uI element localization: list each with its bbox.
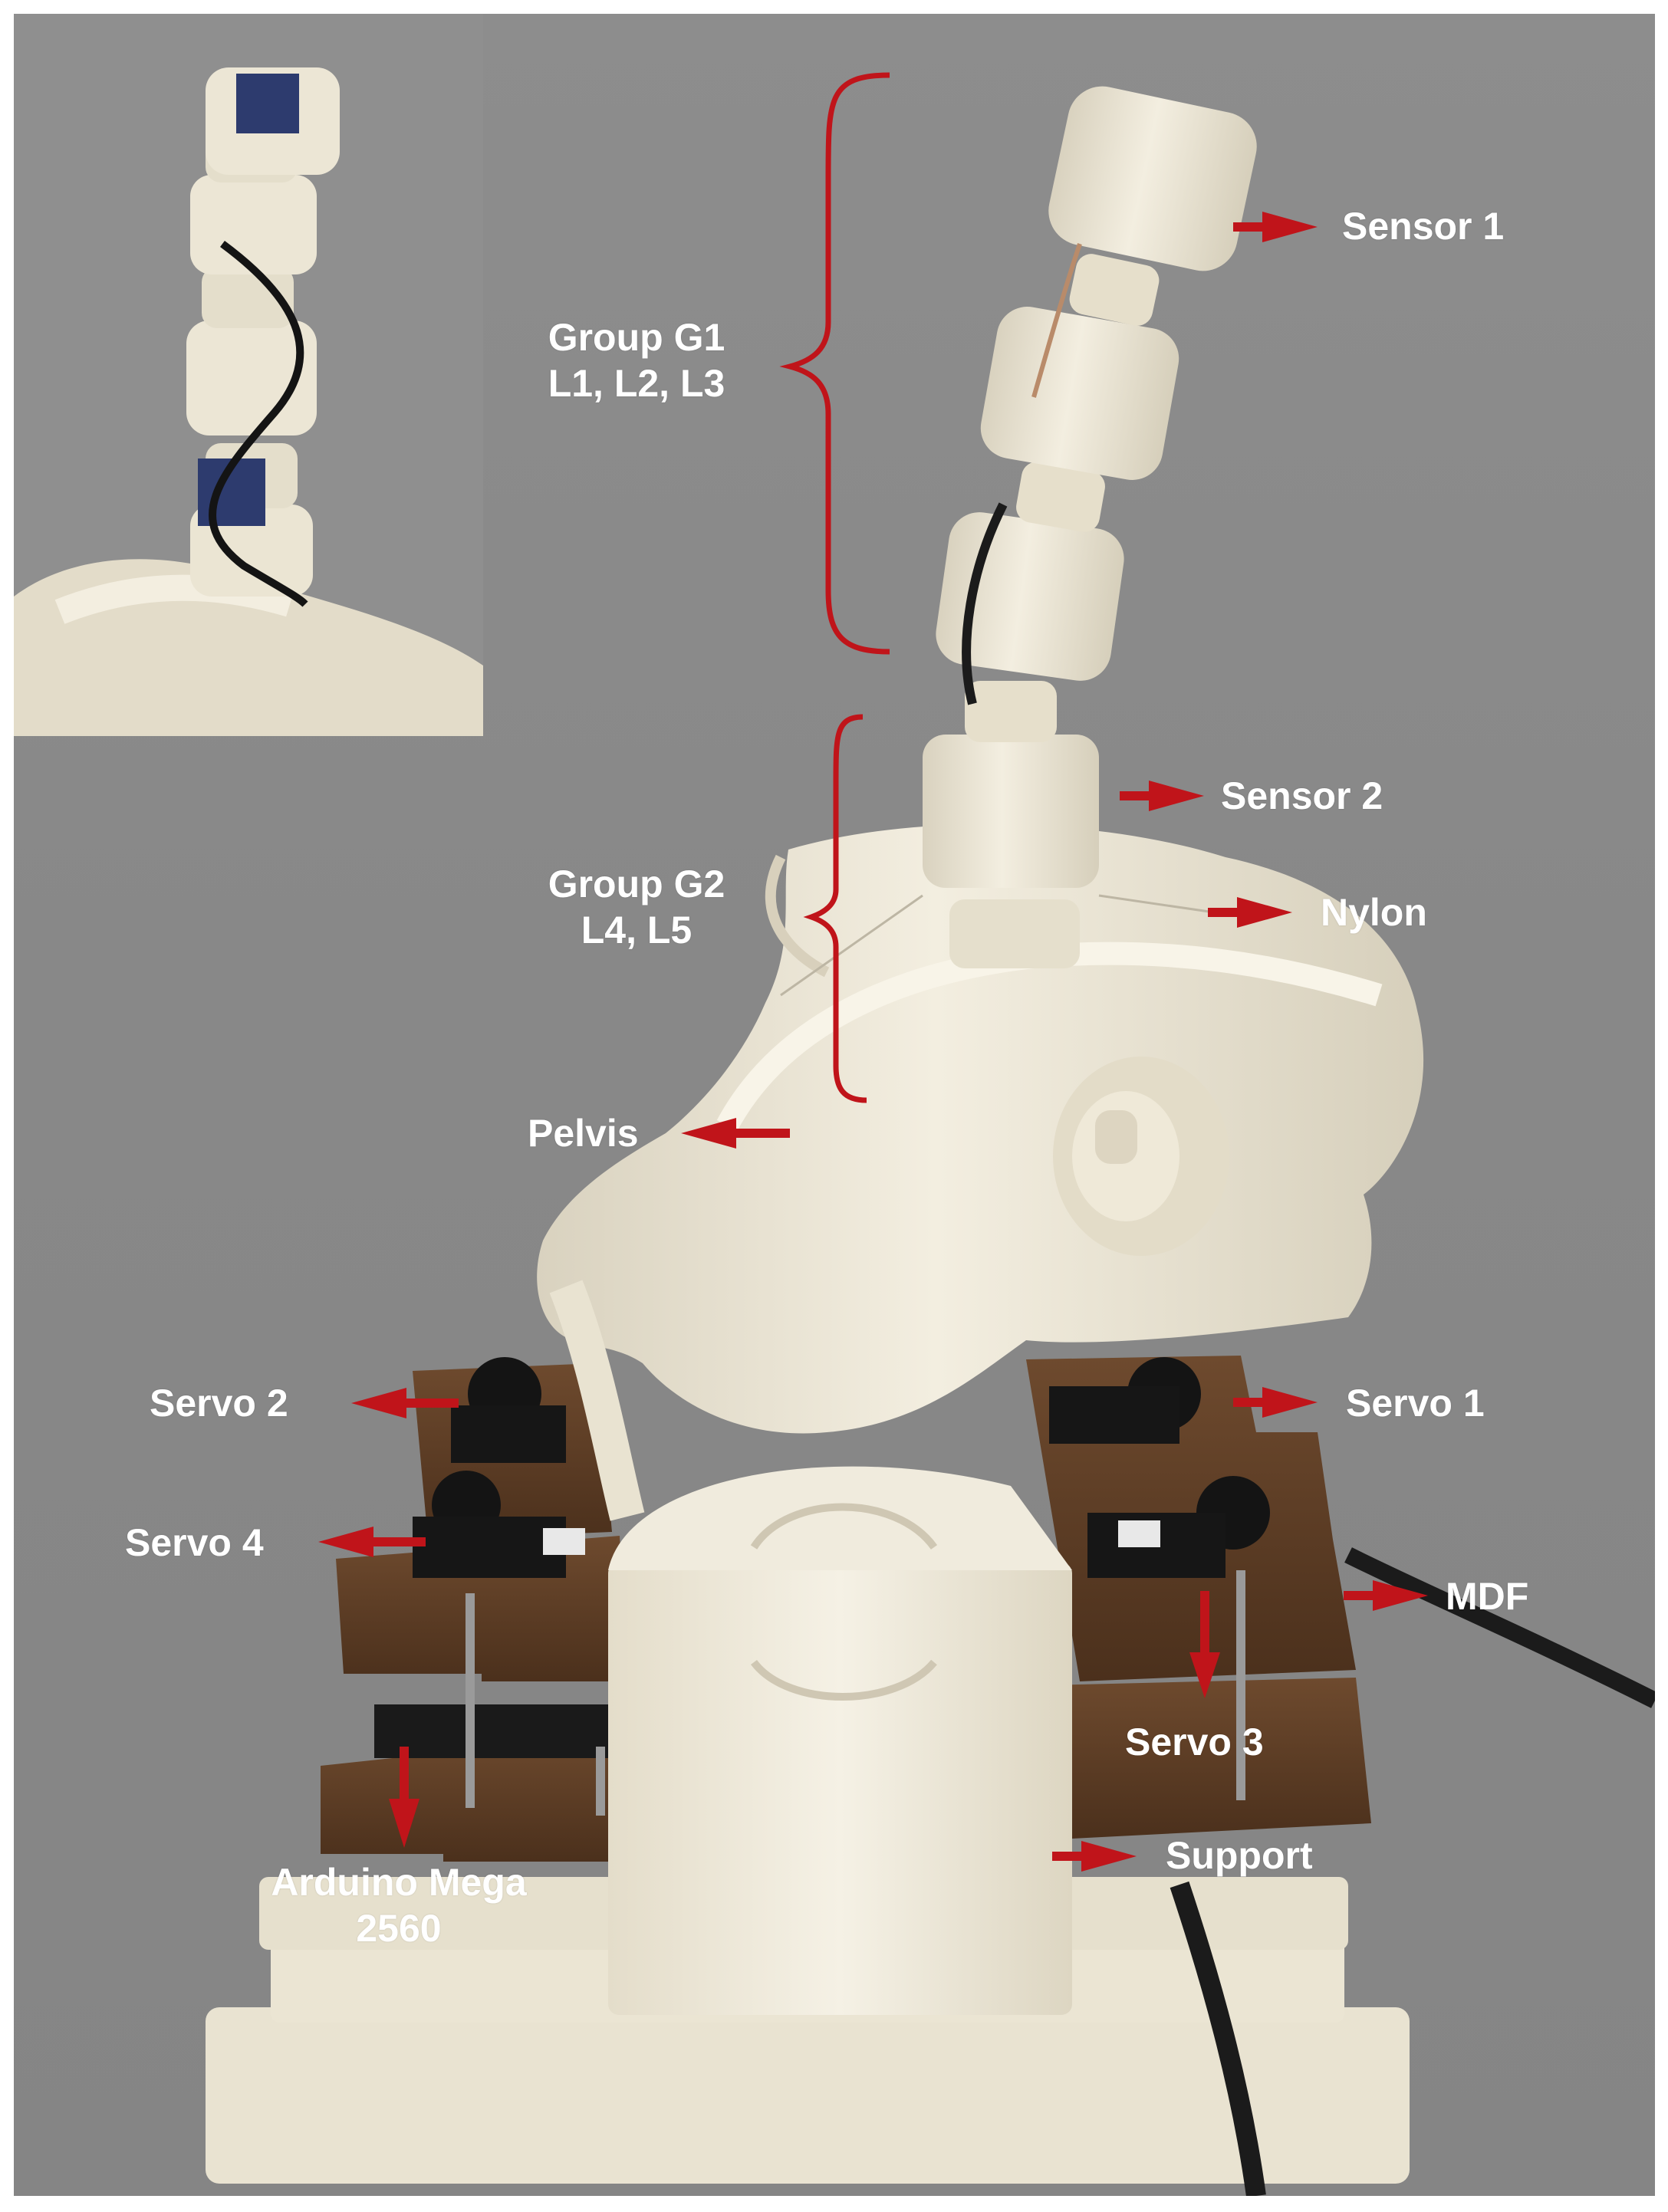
pelvis — [537, 824, 1424, 1521]
arrow-support — [1052, 1841, 1137, 1872]
label-servo-4: Servo 4 — [125, 1521, 264, 1564]
power-cable — [1344, 1547, 1655, 1708]
label-group-g1: Group G1 L1, L2, L3 — [506, 314, 767, 406]
arrow-mdf — [1344, 1580, 1428, 1611]
label-sensor-2: Sensor 2 — [1221, 774, 1383, 817]
label-support: Support — [1166, 1834, 1313, 1877]
brace-group-g2 — [803, 714, 867, 1103]
label-servo-1: Servo 1 — [1346, 1382, 1485, 1425]
imu-sensor-top — [236, 74, 299, 133]
usb-cable — [1170, 1881, 1266, 2196]
label-group-g2: Group G2 L4, L5 — [506, 861, 767, 953]
arrow-servo-1 — [1233, 1387, 1318, 1418]
support-box — [608, 1466, 1072, 2015]
label-sensor-1: Sensor 1 — [1342, 205, 1505, 248]
brace-group-g1 — [779, 72, 890, 655]
label-servo-2: Servo 2 — [150, 1382, 288, 1425]
arrow-sensor-2 — [1120, 781, 1204, 811]
arrow-sensor-1 — [1233, 212, 1318, 242]
label-servo-3: Servo 3 — [1125, 1721, 1264, 1763]
label-group-g2-line-2: L4, L5 — [581, 909, 693, 952]
label-pelvis: Pelvis — [528, 1112, 639, 1155]
label-group-g2-line-1: Group G2 — [548, 863, 725, 906]
arrow-servo-2 — [351, 1388, 459, 1418]
arrow-servo-4 — [318, 1527, 426, 1557]
label-arduino-line-2: 2560 — [356, 1907, 442, 1950]
arrow-nylon — [1208, 897, 1292, 928]
label-arduino-line-1: Arduino Mega — [271, 1861, 527, 1904]
label-nylon: Nylon — [1321, 891, 1427, 934]
spine — [780, 86, 1257, 997]
threaded-rods — [466, 1570, 1245, 1816]
label-arduino: Arduino Mega 2560 — [230, 1859, 568, 1951]
arrow-servo-3 — [1189, 1591, 1220, 1698]
arrow-arduino — [389, 1747, 419, 1848]
photo — [14, 14, 1655, 2196]
label-group-g1-line-1: Group G1 — [548, 316, 725, 359]
label-group-g1-line-2: L1, L2, L3 — [548, 362, 725, 405]
label-mdf: MDF — [1446, 1575, 1529, 1618]
arrow-pelvis — [681, 1118, 790, 1149]
inset-photo — [14, 14, 483, 736]
annotation-arrows — [318, 212, 1428, 1872]
servos — [374, 1357, 1270, 1758]
